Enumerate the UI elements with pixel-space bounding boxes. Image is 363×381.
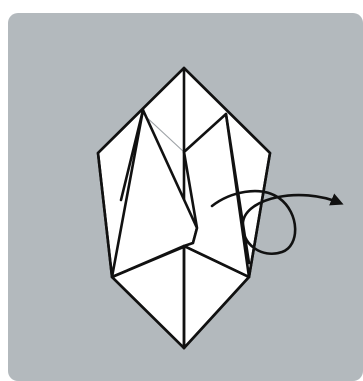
origami-diagram xyxy=(0,0,363,381)
diagram-stage xyxy=(0,0,363,381)
